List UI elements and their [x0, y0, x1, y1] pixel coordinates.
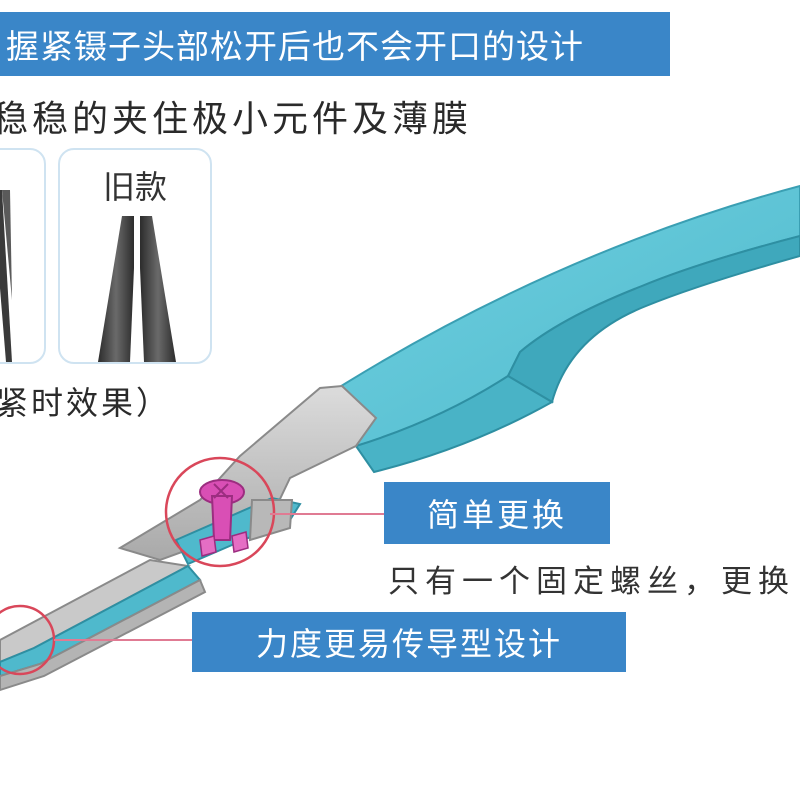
top-banner: 握紧镊子头部松开后也不会开口的设计: [0, 12, 670, 76]
handle: [336, 184, 800, 474]
top-banner-text: 握紧镊子头部松开后也不会开口的设计: [6, 27, 584, 66]
new-tip-illustration: [0, 190, 12, 362]
force-callout: 力度更易传导型设计: [192, 612, 626, 672]
replace-caption: 只有一个固定螺丝，更换: [388, 564, 795, 600]
replace-callout-title: 简单更换: [426, 496, 567, 534]
new-version-card: [0, 148, 46, 364]
replace-callout: 简单更换: [384, 482, 610, 544]
screw-highlight-circle: [164, 456, 276, 568]
comparison-note: 紧时效果）: [0, 384, 172, 422]
metal-insert: [0, 384, 378, 692]
old-version-label: 旧款: [102, 168, 167, 206]
subtitle: 稳稳的夹住极小元件及薄膜: [0, 99, 473, 140]
force-callout-title: 力度更易传导型设计: [255, 625, 562, 663]
old-version-card: 旧款: [58, 148, 212, 364]
old-tip-illustration: [98, 216, 176, 362]
screw-icon: [199, 479, 249, 557]
